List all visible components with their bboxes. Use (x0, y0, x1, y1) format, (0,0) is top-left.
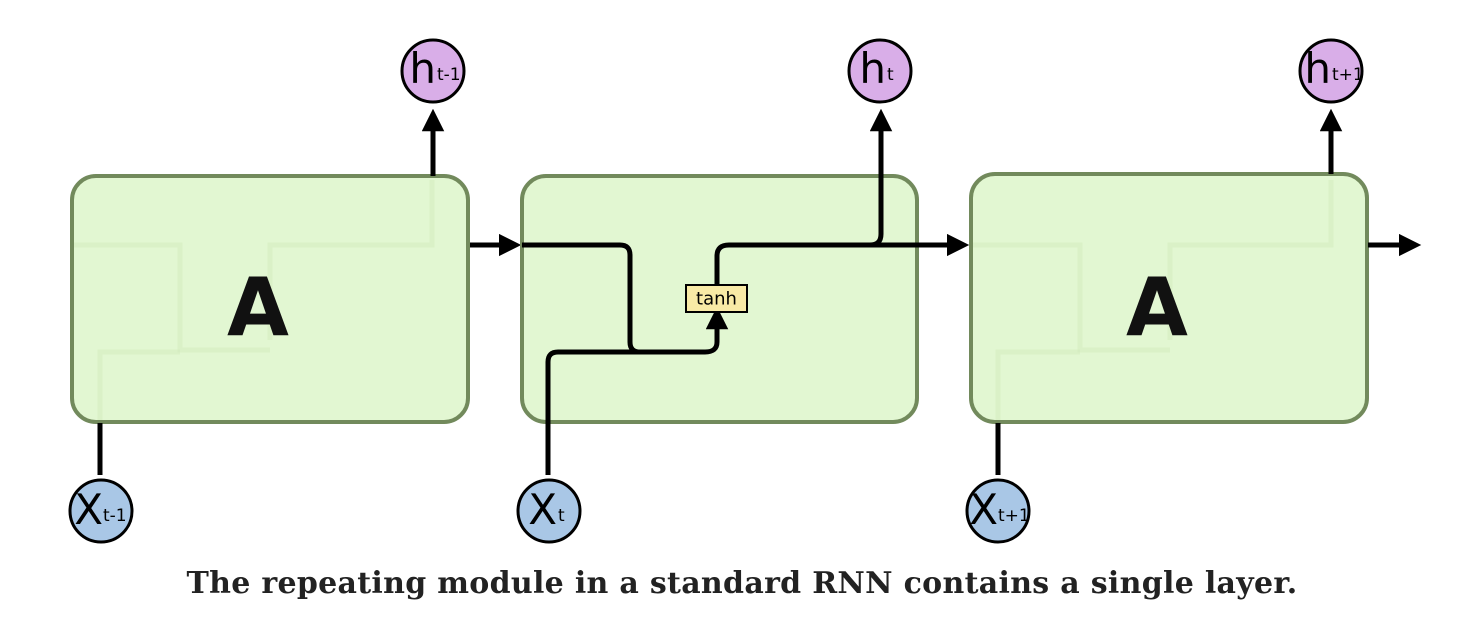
cell-label: A (1126, 261, 1188, 354)
tanh-layer: tanh (685, 284, 748, 313)
layer-out-wire (714, 108, 893, 285)
tanh-layer-label: tanh (696, 289, 737, 310)
input-node-x-t: X t (516, 478, 582, 544)
cell-label: A (227, 261, 289, 354)
svg-text:t+1: t+1 (998, 506, 1030, 526)
output-node-h-t-plus-1: h t+1 (1298, 38, 1364, 104)
rnn-diagram: A tanh A h t-1 h t (68, 38, 1422, 544)
cell-box (70, 174, 470, 424)
svg-text:t+1: t+1 (1332, 65, 1364, 85)
cell-left: A (70, 174, 470, 424)
tanh-layer-box (685, 284, 748, 313)
svg-text:t-1: t-1 (103, 506, 127, 526)
input-node-x-t-plus-1: X t+1 (965, 478, 1031, 544)
svg-text:X: X (528, 485, 557, 534)
output-node-h-t-minus-1: h t-1 (400, 38, 466, 104)
svg-text:t: t (558, 506, 565, 526)
svg-text:h: h (409, 44, 436, 93)
input-merge-wire (545, 349, 640, 475)
figure-caption: The repeating module in a standard RNN c… (186, 566, 1298, 601)
svg-text:h: h (1304, 44, 1331, 93)
svg-text:X: X (74, 485, 103, 534)
cell-right: A (969, 172, 1369, 424)
svg-text:X: X (969, 485, 998, 534)
output-node-h-t: h t (847, 38, 913, 104)
svg-text:h: h (859, 44, 886, 93)
svg-text:t: t (887, 65, 894, 85)
input-node-x-t-minus-1: X t-1 (68, 478, 134, 544)
svg-text:t-1: t-1 (437, 65, 461, 85)
cell-box (969, 172, 1369, 424)
